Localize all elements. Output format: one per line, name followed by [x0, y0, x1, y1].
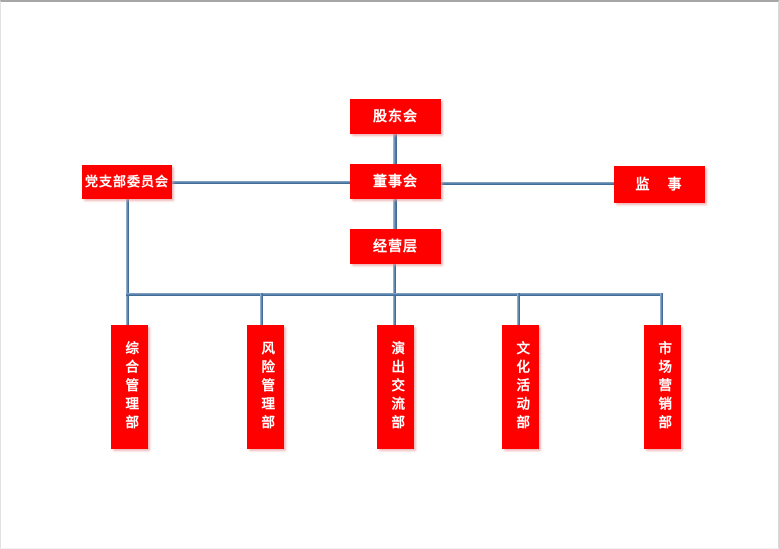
connector-dept5-drop: [660, 293, 663, 325]
node-dept-marketing: 市场营销部: [644, 325, 681, 449]
connector-board-management: [393, 199, 397, 229]
connector-department-rake: [126, 293, 663, 296]
node-supervisor: 监 事: [614, 166, 705, 203]
node-dept-general-management-label: 综合管理部: [122, 340, 139, 434]
connector-party-drop: [126, 199, 129, 325]
node-dept-performance-exchange: 演出交流部: [377, 325, 414, 449]
node-board-label: 董事会: [373, 173, 418, 190]
node-management-label: 经营层: [373, 238, 418, 255]
node-board: 董事会: [350, 164, 441, 199]
connector-dept4-drop: [517, 293, 520, 325]
node-shareholders: 股东会: [350, 99, 441, 134]
node-dept-marketing-label: 市场营销部: [655, 340, 672, 434]
connector-shareholders-board: [393, 134, 397, 164]
node-dept-risk-management: 风险管理部: [247, 325, 284, 449]
node-dept-risk-management-label: 风险管理部: [258, 340, 275, 434]
node-dept-cultural-activities: 文化活动部: [502, 325, 539, 449]
node-dept-performance-exchange-label: 演出交流部: [388, 340, 405, 434]
node-party-branch: 党支部委员会: [82, 165, 172, 199]
node-dept-cultural-activities-label: 文化活动部: [513, 340, 530, 434]
connector-party-board: [172, 181, 350, 184]
node-management: 经营层: [350, 229, 441, 264]
connector-board-supervisor: [441, 182, 614, 185]
connector-dept2-drop: [260, 293, 263, 325]
node-dept-general-management: 综合管理部: [111, 325, 148, 449]
node-supervisor-label: 监 事: [635, 176, 684, 193]
node-party-branch-label: 党支部委员会: [84, 174, 169, 190]
node-shareholders-label: 股东会: [373, 108, 418, 125]
